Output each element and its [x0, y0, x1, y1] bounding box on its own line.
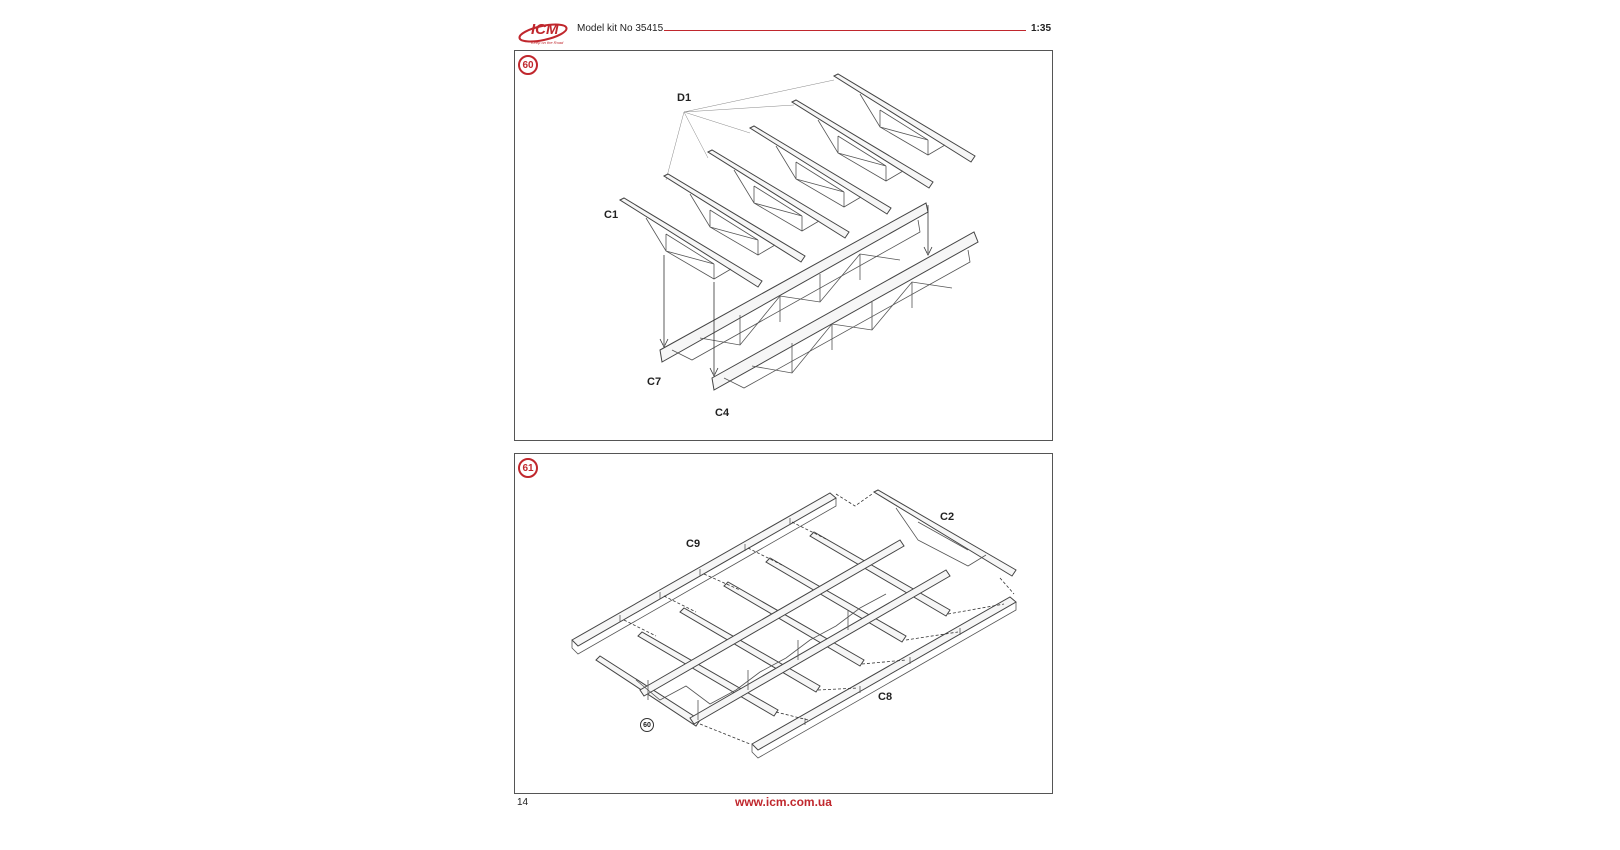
step-61-drawing [571, 489, 1017, 759]
header-rule [664, 30, 1026, 31]
cross-members-61 [595, 531, 951, 727]
truss-c2 [835, 489, 1017, 577]
assembly-arrows-60 [659, 205, 933, 377]
kit-number: Model kit No 35415 [577, 23, 664, 34]
truss-d1-3 [748, 125, 892, 215]
rail-c8 [751, 596, 1017, 759]
logo-swoosh-icon [518, 23, 568, 43]
dashed-guides-61 [623, 521, 1015, 745]
d1-leader-lines [665, 79, 835, 181]
page-number: 14 [517, 797, 529, 808]
truss-d1-1 [832, 73, 976, 163]
part-label-d1: D1 [677, 92, 692, 104]
truss-d1-5 [662, 173, 806, 263]
logo-text: ICM [531, 21, 559, 38]
website-link[interactable]: www.icm.com.ua [735, 795, 832, 809]
reference-step-60-badge: 60 [640, 718, 654, 732]
part-label-c2: C2 [940, 511, 955, 523]
step-60-drawing [618, 73, 979, 391]
truss-c1 [618, 197, 763, 288]
step-61-badge: 61 [518, 458, 538, 478]
step-60-badge: 60 [518, 55, 538, 75]
part-label-c1: C1 [604, 209, 619, 221]
scale-label: 1:35 [1031, 23, 1052, 34]
icm-logo: ICM Keep on the Road [517, 18, 573, 48]
part-label-c9: C9 [686, 538, 701, 550]
rail-c4 [711, 231, 979, 391]
truss-d1-4 [706, 149, 850, 239]
part-label-c4: C4 [715, 407, 730, 419]
truss-d1-2 [790, 99, 934, 189]
part-label-c7: C7 [647, 376, 662, 388]
part-label-c8: C8 [878, 691, 893, 703]
rail-c9 [571, 492, 837, 655]
logo-tagline: Keep on the Road [531, 40, 564, 45]
